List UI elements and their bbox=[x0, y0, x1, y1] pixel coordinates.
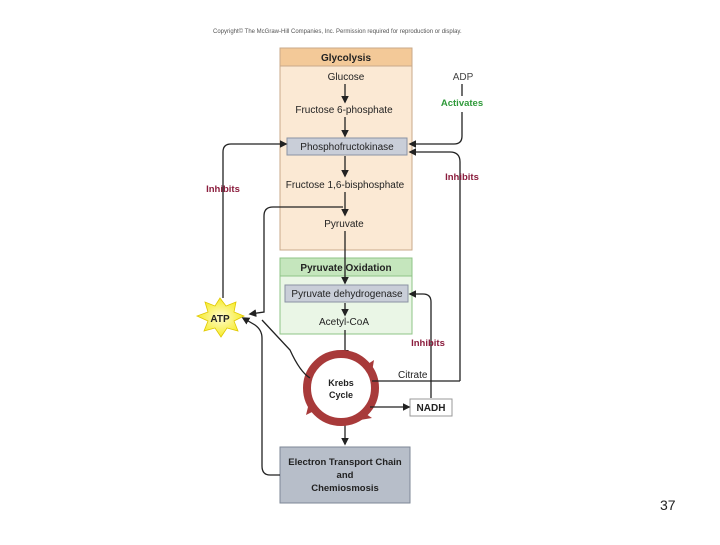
inhibits-right-label: Inhibits bbox=[445, 172, 479, 183]
pyruvate-oxidation-box: Pyruvate Oxidation Pyruvate dehydrogenas… bbox=[279, 257, 413, 335]
adp-label: ADP bbox=[453, 72, 474, 83]
etc-atp-arrow bbox=[241, 317, 280, 476]
fructose-bisphosphate-label: Fructose 1,6-bisphosphate bbox=[286, 180, 405, 191]
pyruvate-dehydrogenase-box bbox=[284, 284, 409, 303]
pyruvate-oxidation-title: Pyruvate Oxidation bbox=[300, 263, 391, 274]
phosphofructokinase-label: Phosphofructokinase bbox=[300, 142, 394, 153]
inhibits-lower-label: Inhibits bbox=[411, 338, 445, 349]
page-number: 37 bbox=[660, 497, 676, 513]
acetyl-coa-label: Acetyl-CoA bbox=[319, 317, 369, 328]
etc-label-line1: Electron Transport Chain bbox=[288, 457, 402, 468]
nadh-box: NADH bbox=[409, 398, 453, 417]
etc-label-line2: and bbox=[337, 470, 354, 481]
etc-box: Electron Transport Chain and Chemiosmosi… bbox=[279, 446, 411, 504]
atp-inhibition-arrow bbox=[222, 140, 288, 298]
fructose-6-phosphate-label: Fructose 6-phosphate bbox=[295, 105, 393, 116]
atp-label: ATP bbox=[210, 314, 230, 325]
inhibits-left-label: Inhibits bbox=[206, 184, 240, 195]
glucose-label: Glucose bbox=[328, 72, 365, 83]
glycolysis-title: Glycolysis bbox=[321, 53, 371, 64]
glycolysis-atp-arrow bbox=[248, 206, 343, 317]
nadh-inhibition-arrow bbox=[408, 290, 432, 398]
atp-burst: ATP bbox=[195, 297, 245, 338]
pyruvate-label: Pyruvate bbox=[324, 219, 364, 230]
copyright-notice: Copyright© The McGraw-Hill Companies, In… bbox=[213, 29, 462, 35]
pyruvate-dehydrogenase-label: Pyruvate dehydrogenase bbox=[291, 289, 403, 300]
adp-activation-arrow bbox=[408, 112, 463, 148]
krebs-atp-line bbox=[261, 319, 311, 379]
citrate-label: Citrate bbox=[398, 370, 428, 381]
krebs-label-line2: Cycle bbox=[329, 390, 353, 400]
etc-label-line3: Chemiosmosis bbox=[311, 483, 379, 494]
glycolysis-box: Glycolysis Glucose Fructose 6-phosphate … bbox=[279, 47, 413, 251]
nadh-label: NADH bbox=[417, 403, 446, 414]
krebs-label-line1: Krebs bbox=[328, 378, 354, 388]
activates-label: Activates bbox=[441, 98, 483, 109]
krebs-cycle: Krebs Cycle bbox=[303, 350, 379, 426]
citrate-inhibition-arrow bbox=[408, 148, 461, 381]
